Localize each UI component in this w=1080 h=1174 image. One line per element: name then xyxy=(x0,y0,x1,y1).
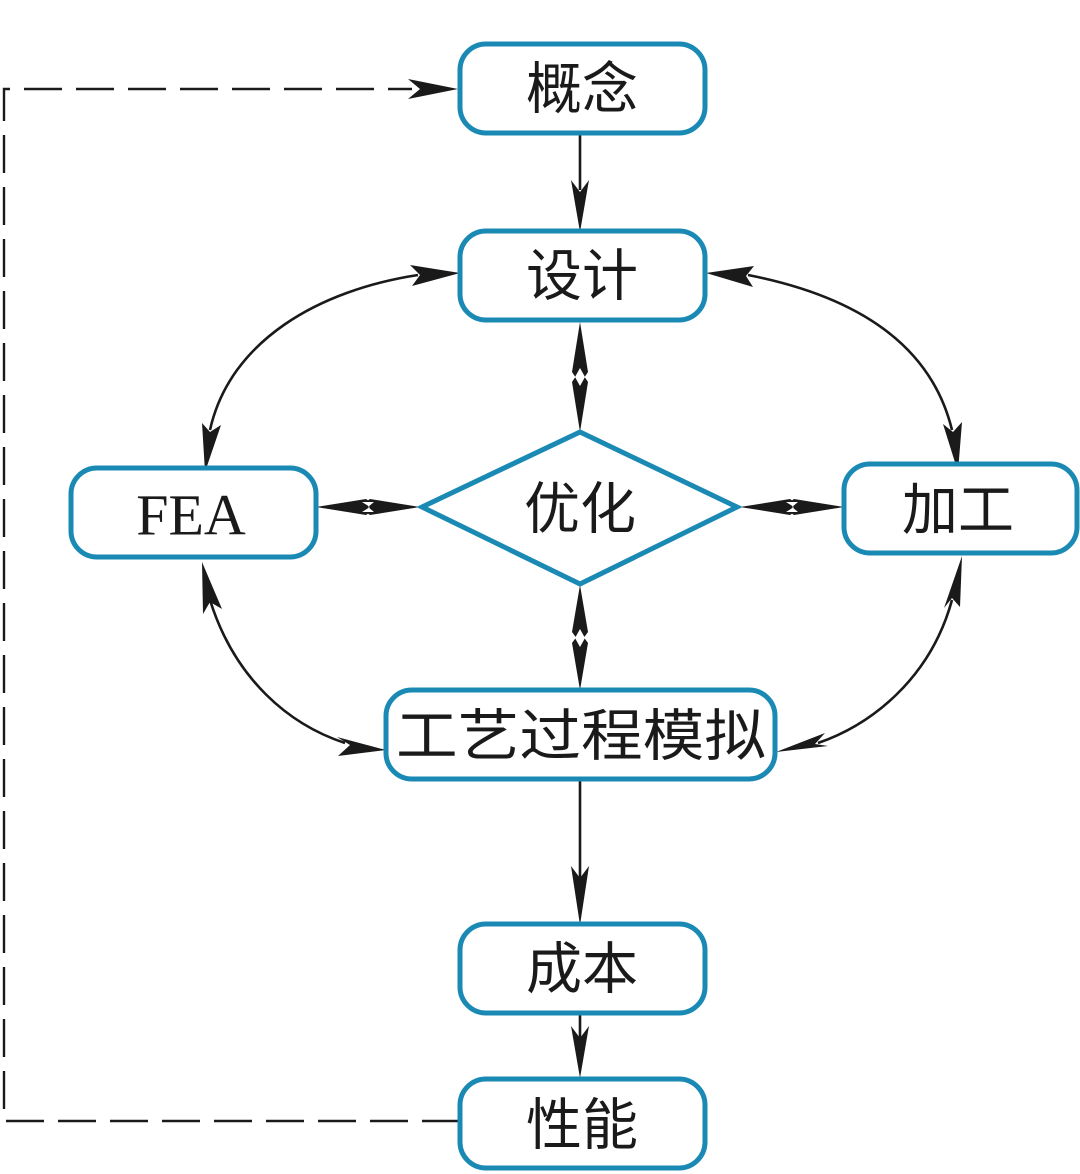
arrowhead xyxy=(571,180,589,232)
node-cost[interactable]: 成本 xyxy=(457,921,708,1016)
node-performance[interactable]: 性能 xyxy=(457,1076,708,1171)
arrowhead xyxy=(571,1026,589,1078)
node-process-simulation-label: 工艺过程模拟 xyxy=(396,705,766,770)
edge-process-simulation-to-cost xyxy=(571,780,589,925)
arrowhead xyxy=(944,556,962,608)
node-fea-label: FEA xyxy=(136,483,246,548)
node-machining-label: 加工 xyxy=(902,479,1014,544)
arrowhead xyxy=(572,632,588,690)
arrowhead xyxy=(782,499,844,515)
arrowhead xyxy=(202,423,221,472)
node-process-simulation[interactable]: 工艺过程模拟 xyxy=(383,687,778,782)
arrowhead xyxy=(410,265,460,286)
edge-machining-optimization xyxy=(740,499,844,515)
node-design-label: 设计 xyxy=(526,245,638,310)
node-optimization[interactable]: 优化 xyxy=(416,429,743,587)
edge-design-optimization xyxy=(572,322,588,432)
arrowhead xyxy=(572,585,588,643)
arrowhead xyxy=(408,79,458,99)
arrowhead xyxy=(706,266,754,287)
edge-machining-process-simulation xyxy=(776,556,962,752)
arrowhead xyxy=(943,422,962,472)
edge-performance-to-concept xyxy=(2,79,460,1123)
node-design[interactable]: 设计 xyxy=(457,228,708,323)
node-performance-label: 性能 xyxy=(526,1094,638,1159)
node-fea[interactable]: FEA xyxy=(68,465,319,560)
edge-optimization-process-simulation xyxy=(572,585,588,690)
edge-design-machining xyxy=(706,266,962,472)
arrowhead xyxy=(337,737,386,756)
edge-concept-to-design xyxy=(571,134,589,232)
arrowhead xyxy=(571,866,589,925)
arrowhead xyxy=(572,370,588,432)
arrowhead xyxy=(776,733,828,752)
arrowhead xyxy=(740,499,802,515)
node-concept-label: 概念 xyxy=(526,58,638,123)
node-machining[interactable]: 加工 xyxy=(841,461,1080,556)
edge-design-fea xyxy=(202,265,460,472)
edge-fea-process-simulation xyxy=(202,562,386,756)
edge-fea-optimization xyxy=(316,499,420,515)
edge-cost-to-performance xyxy=(571,1015,589,1078)
arrowhead xyxy=(572,322,588,384)
node-cost-label: 成本 xyxy=(526,938,638,1003)
node-optimization-label: 优化 xyxy=(524,478,636,543)
arrowhead xyxy=(202,562,222,614)
arrowhead xyxy=(358,499,420,515)
arrowhead xyxy=(316,499,378,515)
node-concept[interactable]: 概念 xyxy=(457,41,708,136)
